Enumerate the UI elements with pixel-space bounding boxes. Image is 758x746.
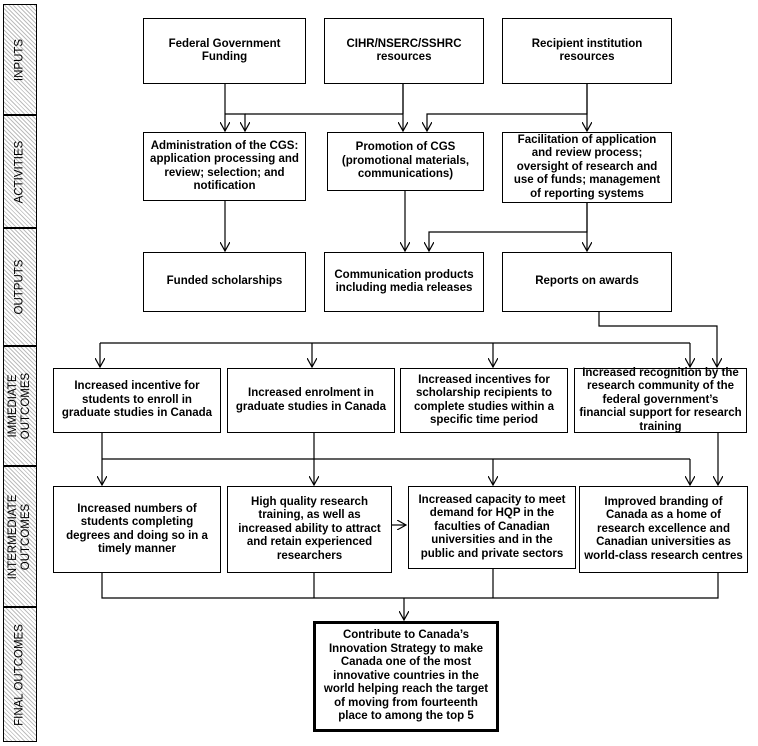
band-activities: ACTIVITIES xyxy=(3,115,37,228)
immediate-increased-enrolment: Increased enrolment in graduate studies … xyxy=(227,368,395,433)
activity-promotion: Promotion of CGS (promotional materials,… xyxy=(327,132,484,191)
band-inputs: INPUTS xyxy=(3,4,37,115)
final-innovation-strategy: Contribute to Canada’s Innovation Strate… xyxy=(313,621,499,732)
output-reports-on-awards: Reports on awards xyxy=(502,252,672,312)
intermediate-students-completing: Increased numbers of students completing… xyxy=(53,486,221,573)
band-immediate-outcomes: IMMEDIATE OUTCOMES xyxy=(3,346,37,466)
input-cihr-resources: CIHR/NSERC/SSHRC resources xyxy=(324,18,484,84)
band-outputs: OUTPUTS xyxy=(3,228,37,346)
band-final-outcomes: FINAL OUTCOMES xyxy=(3,607,37,742)
line-reports-down xyxy=(598,311,717,367)
arrow-facilitation-to-communication xyxy=(429,203,588,251)
intermediate-canada-branding: Improved branding of Canada as a home of… xyxy=(579,486,748,573)
arrow-federal-to-admin-branch xyxy=(225,113,245,131)
activity-administration: Administration of the CGS: application p… xyxy=(143,132,306,201)
immediate-increased-recognition: Increased recognition by the research co… xyxy=(574,367,747,433)
output-funded-scholarships: Funded scholarships xyxy=(143,252,306,312)
immediate-increased-incentive: Increased incentive for students to enro… xyxy=(53,368,221,433)
intermediate-hqp-capacity: Increased capacity to meet demand for HQ… xyxy=(408,486,576,569)
band-intermediate-outcomes: INTERMEDIATE OUTCOMES xyxy=(3,466,37,607)
line-intermediate-collector xyxy=(101,573,719,599)
input-recipient-resources: Recipient institution resources xyxy=(502,18,672,84)
immediate-completion-incentives: Increased incentives for scholarship rec… xyxy=(400,368,568,433)
intermediate-research-training: High quality research training, as well … xyxy=(227,486,392,573)
arrow-recipient-to-activities xyxy=(427,84,588,131)
activity-facilitation: Facilitation of application and review p… xyxy=(502,132,672,203)
input-federal-funding: Federal Government Funding xyxy=(143,18,306,84)
output-communication-products: Communication products including media r… xyxy=(324,252,484,312)
